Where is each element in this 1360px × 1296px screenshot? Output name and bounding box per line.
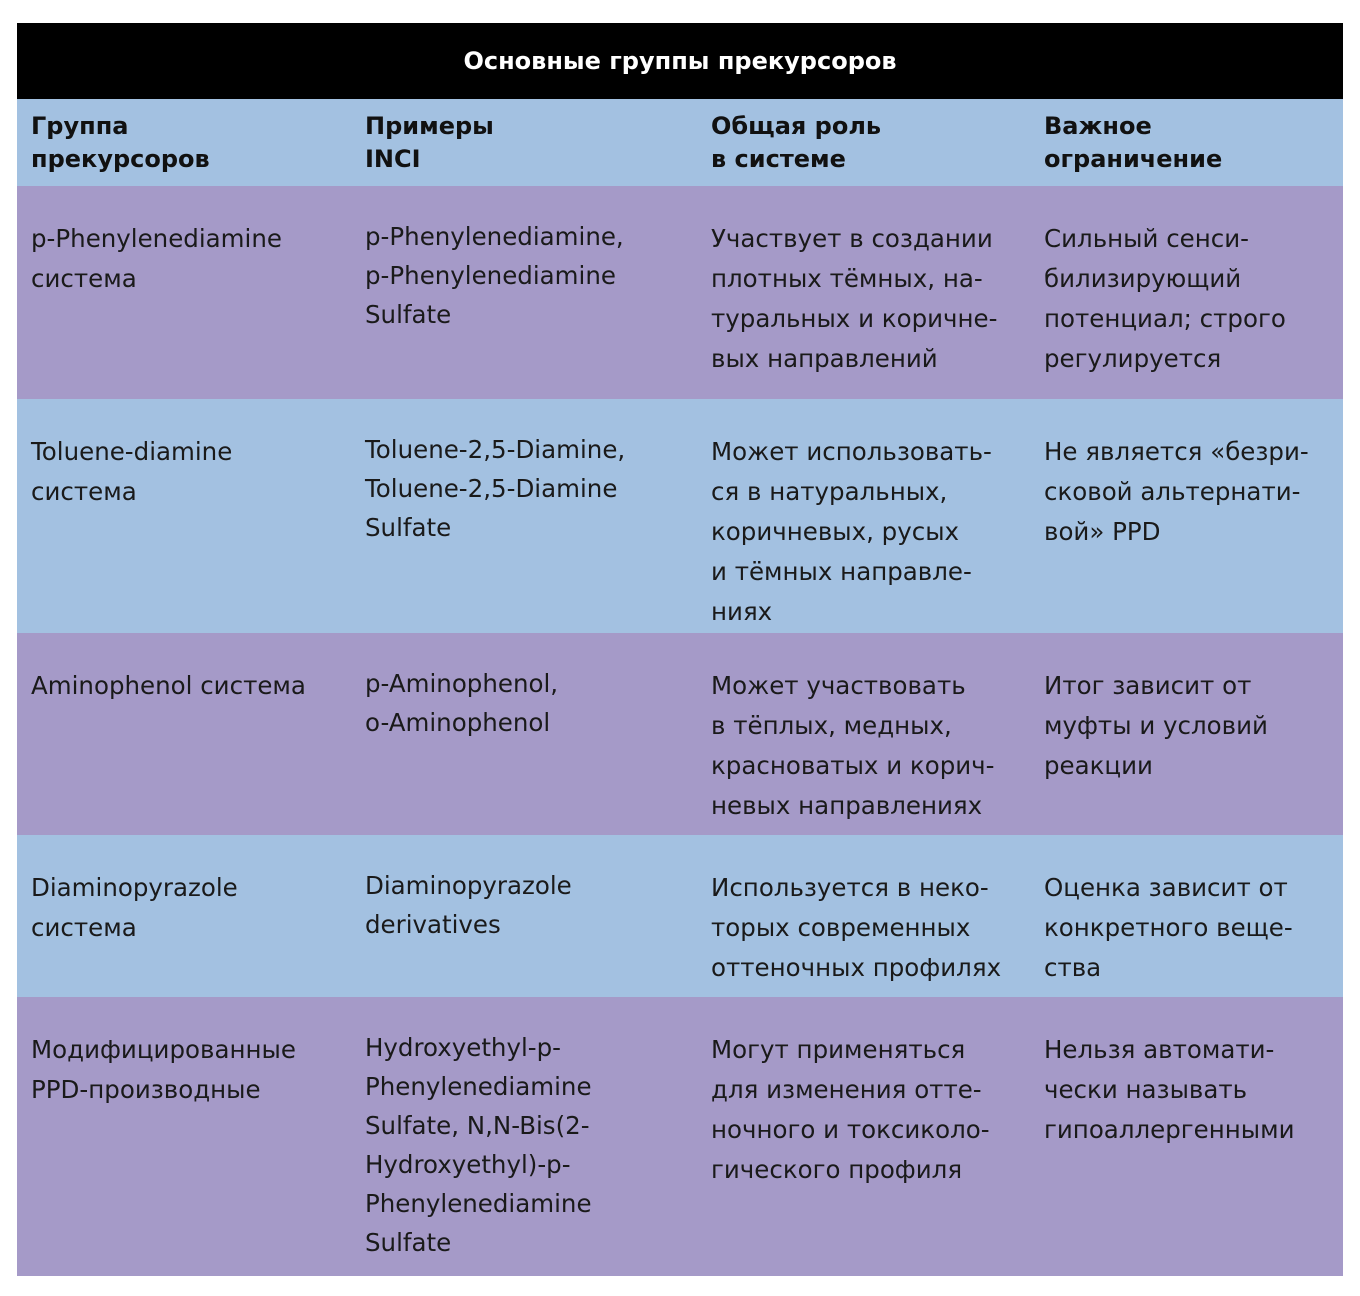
precursor-groups-table: Основные группы прекурсоров Группа преку… <box>17 23 1343 1276</box>
header-limitation: Важное ограничение <box>1044 112 1223 173</box>
cell-group: Aminophenol система <box>31 671 306 700</box>
cell-limitation: Сильный сенси- билизирующий потенциал; с… <box>1044 224 1286 373</box>
cell-group: Модифицированные PPD-производные <box>31 1035 296 1104</box>
cell-inci: p-Aminophenol, o-Aminophenol <box>365 669 559 737</box>
cell-inci: Toluene-2,5-Diamine, Toluene-2,5-Diamine… <box>365 435 626 542</box>
table-row: Diaminopyrazole система Diaminopyrazole … <box>17 835 1343 997</box>
cell-role: Может участвовать в тёплых, медных, крас… <box>711 671 995 820</box>
cell-limitation: Оценка зависит от конкретного веще- ства <box>1044 873 1293 982</box>
cell-limitation: Итог зависит от муфты и условий реакции <box>1044 671 1268 780</box>
table-row: Aminophenol система p-Aminophenol, o-Ami… <box>17 633 1343 835</box>
header-inci-examples: Примеры INCI <box>365 112 494 173</box>
cell-inci: p-Phenylenediamine, p-Phenylenediamine S… <box>365 222 624 329</box>
cell-role: Может использовать- ся в натуральных, ко… <box>711 437 992 626</box>
cell-limitation: Не является «безри- сковой альтернати- в… <box>1044 437 1309 546</box>
cell-role: Используется в неко- торых современных о… <box>711 873 1002 982</box>
cell-inci: Diaminopyrazole derivatives <box>365 871 572 939</box>
cell-role: Могут применяться для изменения отте- но… <box>711 1035 990 1184</box>
table-header-row: Группа прекурсоров Примеры INCI Общая ро… <box>17 99 1343 186</box>
cell-inci: Hydroxyethyl-p- Phenylenediamine Sulfate… <box>365 1033 592 1257</box>
header-role: Общая роль в системе <box>711 112 882 173</box>
cell-group: p-Phenylenediamine система <box>31 224 282 293</box>
table-row: Toluene-diamine система Toluene-2,5-Diam… <box>17 399 1343 633</box>
table-title: Основные группы прекурсоров <box>17 23 1343 99</box>
cell-limitation: Нельзя автомати- чески называть гипоалле… <box>1044 1035 1295 1144</box>
cell-group: Toluene-diamine система <box>31 437 233 506</box>
cell-role: Участвует в создании плотных тёмных, на-… <box>711 224 998 373</box>
cell-group: Diaminopyrazole система <box>31 873 238 942</box>
header-group: Группа прекурсоров <box>31 112 210 173</box>
table-row: Модифицированные PPD-производные Hydroxy… <box>17 997 1343 1276</box>
table-row: p-Phenylenediamine система p-Phenylenedi… <box>17 186 1343 399</box>
